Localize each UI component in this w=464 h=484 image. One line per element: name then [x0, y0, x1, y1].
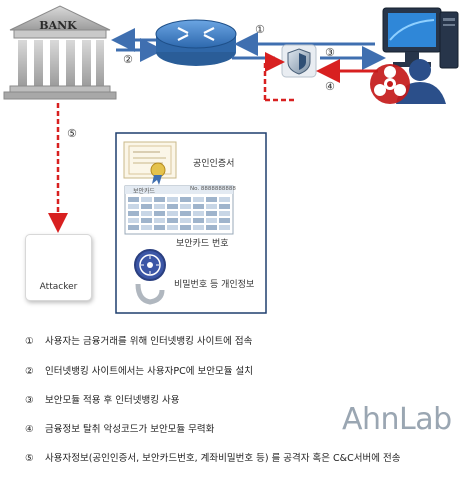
biohazard-icon	[370, 64, 410, 104]
legend-item: ① 사용자는 금융거래를 위해 인터넷뱅킹 사이트에 접속	[25, 333, 252, 347]
security-card-cell	[141, 211, 152, 216]
legend-number: ⑤	[25, 453, 34, 464]
bank-icon	[3, 5, 117, 100]
router-icon	[155, 19, 237, 66]
legend-number: ④	[25, 424, 34, 435]
certificate-label: 공인인증서	[193, 159, 235, 169]
legend-text: 인터넷뱅킹 사이트에서는 사용자PC에 보안모듈 설치	[45, 366, 253, 377]
security-card-cell	[128, 204, 139, 209]
security-card-cell	[180, 225, 191, 230]
security-card-cell	[128, 218, 139, 223]
legend-text: 사용자정보(공인인증서, 보안카드번호, 계좌비밀번호 등) 를 공격자 혹은 …	[45, 453, 401, 464]
security-card-cell	[193, 218, 204, 223]
security-card-cell	[193, 211, 204, 216]
legend-item: ③ 보안모듈 적용 후 인터넷뱅킹 사용	[25, 392, 179, 406]
security-card-cell	[141, 197, 152, 202]
security-card-cell	[167, 204, 178, 209]
security-card-cell	[193, 197, 204, 202]
shield-icon	[281, 44, 317, 78]
security-card-cell	[219, 197, 230, 202]
step-1-marker: ①	[255, 23, 265, 36]
legend-number: ③	[25, 395, 34, 406]
security-card-cell	[141, 218, 152, 223]
security-card-cell	[219, 204, 230, 209]
certificate-icon	[123, 141, 177, 185]
step-3-marker: ③	[325, 46, 335, 59]
security-card-cell	[154, 225, 165, 230]
legend-number: ②	[25, 366, 34, 377]
security-card-cell	[141, 204, 152, 209]
step-4-marker: ④	[325, 80, 335, 93]
security-card-cell	[206, 225, 217, 230]
security-card-cell	[154, 197, 165, 202]
security-card-cell	[180, 204, 191, 209]
security-card-cell	[193, 204, 204, 209]
security-card-cell	[154, 204, 165, 209]
security-card-cell	[206, 197, 217, 202]
step-2-marker: ②	[123, 53, 133, 66]
security-card-cell	[219, 218, 230, 223]
security-card-cell	[167, 225, 178, 230]
security-card-cell	[128, 225, 139, 230]
security-card-cell	[128, 211, 139, 216]
security-card-cell	[180, 197, 191, 202]
security-card-cell	[180, 218, 191, 223]
security-card-cell	[128, 197, 139, 202]
attacker-box: Attacker	[25, 234, 92, 301]
step-5-marker: ⑤	[67, 127, 77, 140]
legend-item: ② 인터넷뱅킹 사이트에서는 사용자PC에 보안모듈 설치	[25, 363, 253, 377]
security-card-cell	[219, 211, 230, 216]
security-card-label: 보안카드 번호	[176, 239, 229, 249]
legend-text: 사용자는 금융거래를 위해 인터넷뱅킹 사이트에 접속	[45, 336, 253, 347]
ahnlab-logo: AhnLab	[342, 402, 452, 437]
attacker-label: Attacker	[39, 282, 78, 292]
security-card-cell	[206, 204, 217, 209]
security-card-header: 보안카드	[133, 188, 156, 195]
legend-text: 금융정보 탈취 악성코드가 보안모듈 무력화	[45, 424, 215, 435]
security-card-cell	[219, 225, 230, 230]
security-card-cell	[154, 211, 165, 216]
legend-text: 보안모듈 적용 후 인터넷뱅킹 사용	[45, 395, 180, 406]
security-card-cell	[141, 225, 152, 230]
security-card-cell	[154, 218, 165, 223]
security-card-cell	[206, 211, 217, 216]
security-card-cell	[206, 218, 217, 223]
security-card-cell	[167, 218, 178, 223]
bank-label: BANK	[39, 19, 77, 32]
legend-item: ④ 금융정보 탈취 악성코드가 보안모듈 무력화	[25, 421, 214, 435]
security-card-serial: No. 8888888888	[190, 186, 236, 192]
security-card-cell	[193, 225, 204, 230]
dashed-arrow-to-shield	[263, 52, 285, 100]
computer-icon	[382, 7, 459, 69]
security-card-icon	[124, 185, 234, 235]
security-card-cell	[180, 211, 191, 216]
legend-item: ⑤ 사용자정보(공인인증서, 보안카드번호, 계좌비밀번호 등) 를 공격자 혹은…	[25, 450, 400, 464]
padlock-icon	[134, 249, 166, 305]
legend-number: ①	[25, 336, 34, 347]
security-card-cell	[167, 197, 178, 202]
personal-info-label: 비밀번호 등 개인정보	[174, 280, 255, 290]
security-card-cell	[167, 211, 178, 216]
